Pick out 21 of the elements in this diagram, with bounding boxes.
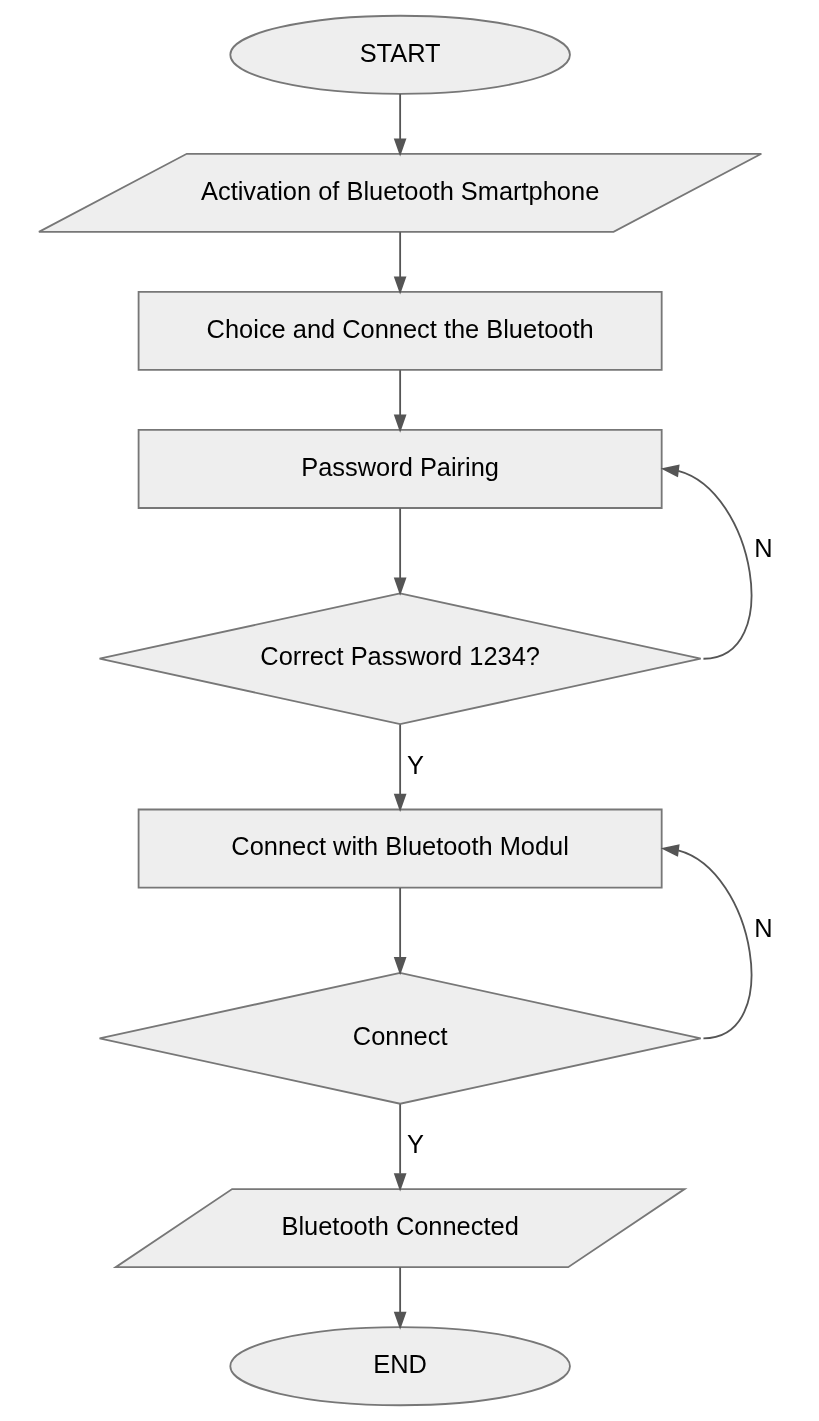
node-diamond: Connect xyxy=(98,972,702,1105)
arrow xyxy=(660,464,753,660)
arrow xyxy=(393,887,407,976)
arrow xyxy=(393,1103,407,1192)
node-ellipse: START xyxy=(229,14,571,95)
arrow xyxy=(393,1266,407,1330)
arrow xyxy=(393,723,407,812)
arrow xyxy=(393,93,407,157)
node-box: Password Pairing xyxy=(137,428,663,509)
node-ellipse: END xyxy=(229,1326,571,1407)
edge-label: Y xyxy=(407,1130,425,1159)
arrow xyxy=(393,231,407,295)
edge-label: Y xyxy=(407,750,425,779)
arrow xyxy=(393,369,407,433)
node-box: Connect with Bluetooth Modul xyxy=(137,808,663,889)
node-diamond: Correct Password 1234? xyxy=(98,592,702,726)
edge-label: N xyxy=(754,534,773,563)
arrow xyxy=(660,844,753,1040)
edge-label: N xyxy=(754,913,773,942)
node-box: Choice and Connect the Bluetooth xyxy=(137,290,663,371)
arrow xyxy=(393,507,407,596)
